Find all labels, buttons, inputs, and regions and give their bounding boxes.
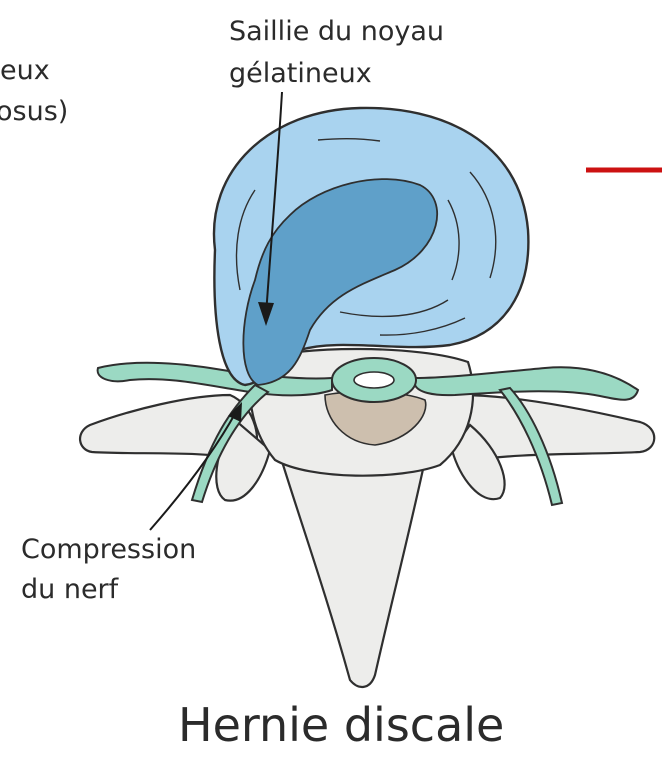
left-cut-label-line1: eux	[0, 55, 50, 86]
diagram-title: Hernie discale	[178, 698, 504, 752]
compression-label-line2: du nerf	[21, 574, 120, 605]
left-cut-label-line2: osus)	[0, 96, 68, 127]
nucleus-label-line2: gélatineux	[229, 58, 372, 89]
intervertebral-disc	[214, 108, 528, 385]
compression-label-line1: Compression	[21, 534, 196, 565]
nucleus-label-line1: Saillie du noyau	[229, 16, 444, 47]
spinous-process	[280, 455, 425, 687]
spinal-cord-center	[354, 372, 394, 388]
